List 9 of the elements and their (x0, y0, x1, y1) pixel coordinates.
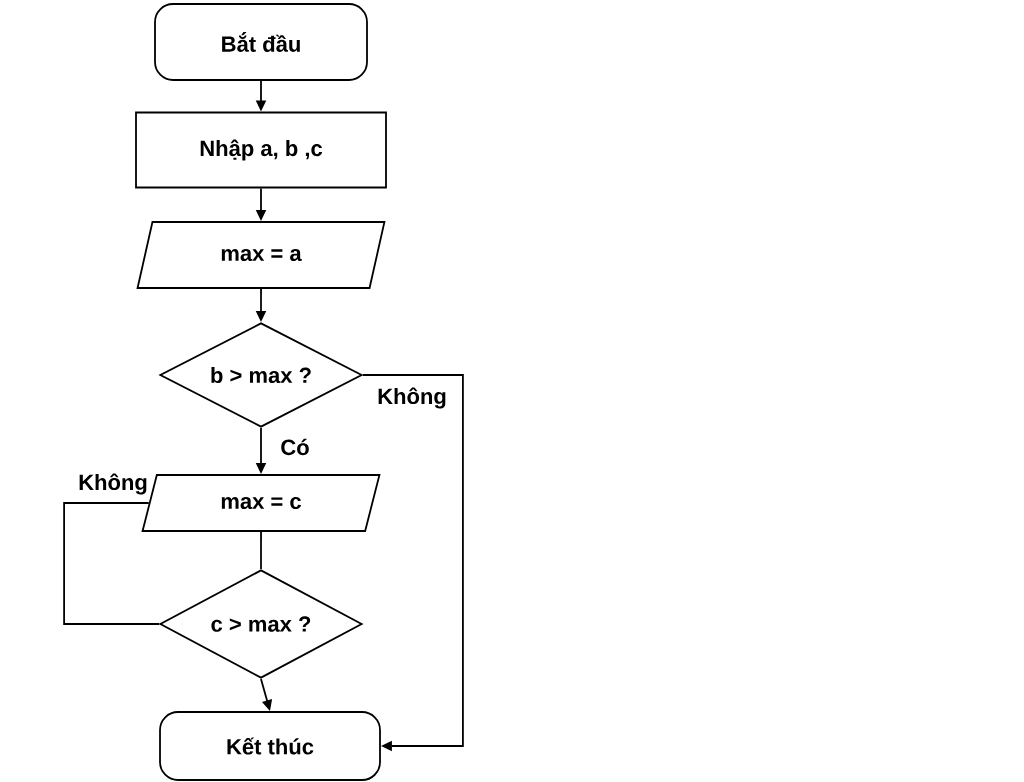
terminal-box: Bắt đầu (154, 3, 368, 81)
connector-line (63, 502, 160, 625)
arrow (362, 374, 464, 752)
terminal-box: Kết thúc (159, 711, 381, 781)
connector-line (260, 531, 262, 570)
edge-label: Có (279, 437, 311, 457)
process-box: Nhập a, b ,c (135, 111, 387, 189)
edge-label: Không (376, 386, 448, 410)
data-parallelogram: max = a (136, 221, 386, 289)
